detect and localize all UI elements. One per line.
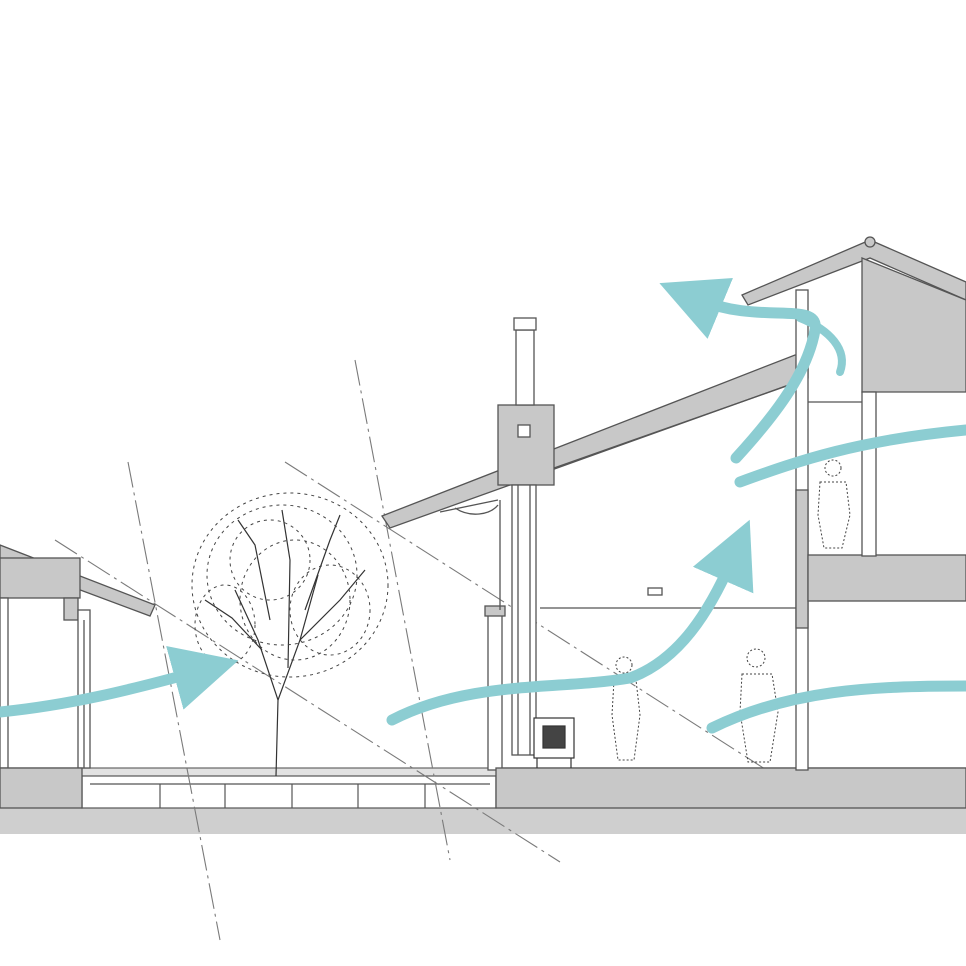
airflow-arrow-roof: [796, 314, 846, 376]
airflow-arrow-lower: [706, 680, 966, 734]
courtyard-paving: [81, 775, 497, 809]
airflow-arrows: [0, 277, 966, 734]
airflow-arrow-upper: [734, 424, 966, 488]
right-building: [741, 236, 966, 771]
stove-icon: [533, 717, 575, 768]
left-building: [0, 544, 156, 809]
airflow-arrow-courtyard: [386, 519, 754, 726]
middle-building: [381, 317, 966, 809]
person-icon-right: [739, 648, 779, 763]
airflow-arrow-left: [0, 645, 239, 718]
tree-icon: [191, 492, 389, 777]
person-icon-upper: [817, 459, 851, 549]
airflow-arrow-rise: [659, 277, 821, 464]
